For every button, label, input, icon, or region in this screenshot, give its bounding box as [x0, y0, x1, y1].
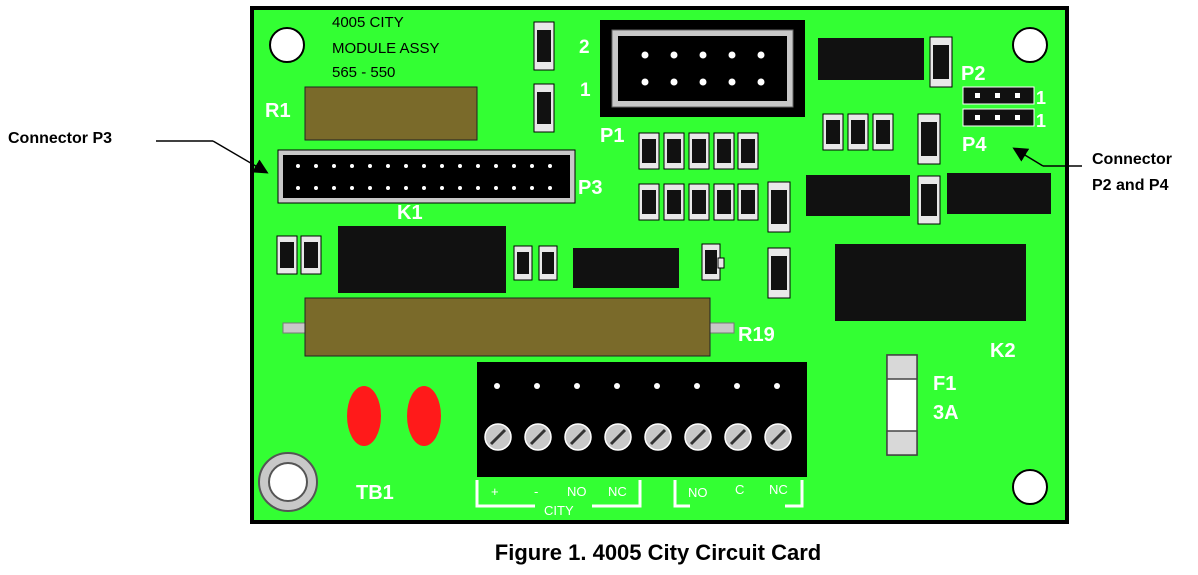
smd-components-row-3 [822, 113, 941, 165]
terminal-bracket-relay [673, 480, 804, 508]
p1-pin-1-label: 1 [580, 80, 591, 101]
ic-top-right [818, 38, 924, 80]
callout-connector-p3: Connector P3 [8, 130, 112, 147]
label-p1: P1 [600, 125, 624, 147]
capacitor-top-right [929, 36, 953, 88]
fuse-f1 [886, 354, 918, 456]
relay-k1 [338, 226, 506, 293]
label-k2: K2 [990, 340, 1016, 362]
label-r1: R1 [265, 100, 291, 122]
terminal-label-relay-no: NO [688, 485, 708, 500]
callout-p3-arrow [212, 140, 269, 174]
terminal-label-relay-nc: NC [769, 482, 788, 497]
terminal-label-city: CITY [544, 503, 574, 518]
silkscreen-line-3: 565 - 550 [332, 64, 395, 81]
smd-components-row-2 [638, 183, 759, 221]
smd-components-row-1 [638, 132, 759, 170]
terminal-label-city-nc: NC [608, 484, 627, 499]
mounting-hole-top-right [1012, 27, 1048, 63]
label-k1: K1 [397, 202, 423, 224]
led-2 [407, 386, 441, 446]
led-1 [347, 386, 381, 446]
callout-connector-p2-p4-line-2: P2 and P4 [1092, 177, 1169, 194]
figure-caption: Figure 1. 4005 City Circuit Card [495, 540, 821, 565]
ic-center [573, 248, 679, 288]
label-r19: R19 [738, 324, 775, 346]
capacitor-c-mid [533, 83, 555, 133]
label-f1: F1 [933, 373, 956, 395]
ic-mid-right-2 [947, 173, 1051, 214]
resistor-r1 [304, 86, 478, 141]
callout-connector-p2-p4-line-1: Connector [1092, 151, 1172, 168]
p4-pin-1-label: 1 [1036, 111, 1046, 131]
terminal-label-relay-c: C [735, 482, 744, 497]
p2-pin-1-label: 1 [1036, 88, 1046, 108]
connector-p3 [277, 149, 576, 204]
silkscreen-line-2: MODULE ASSY [332, 40, 440, 57]
ic-mid-right-1 [806, 175, 910, 216]
terminal-label-minus: - [534, 484, 538, 499]
mounting-hole-bottom-left-inner [268, 462, 308, 502]
connector-p2 [962, 86, 1035, 105]
smd-components-misc [701, 175, 941, 299]
mounting-hole-top-left [269, 27, 305, 63]
connector-p4 [962, 108, 1035, 127]
relay-k2 [835, 244, 1026, 321]
label-p3: P3 [578, 177, 602, 199]
terminal-block-tb1 [477, 362, 807, 477]
resistor-r19 [282, 297, 735, 357]
smd-components-left [276, 235, 558, 281]
terminal-label-city-no: NO [567, 484, 587, 499]
capacitor-c-top [533, 21, 555, 71]
connector-p1 [600, 20, 805, 117]
label-tb1: TB1 [356, 482, 394, 504]
label-p2: P2 [961, 63, 985, 85]
silkscreen-line-1: 4005 CITY [332, 14, 404, 31]
callout-p2-p4-arrow [1012, 147, 1044, 167]
label-f1-rating: 3A [933, 402, 959, 424]
p1-pin-2-label: 2 [579, 37, 590, 58]
label-p4: P4 [962, 134, 987, 156]
mounting-hole-bottom-right [1012, 469, 1048, 505]
terminal-bracket-city [475, 480, 642, 508]
terminal-label-plus: + [491, 484, 499, 499]
